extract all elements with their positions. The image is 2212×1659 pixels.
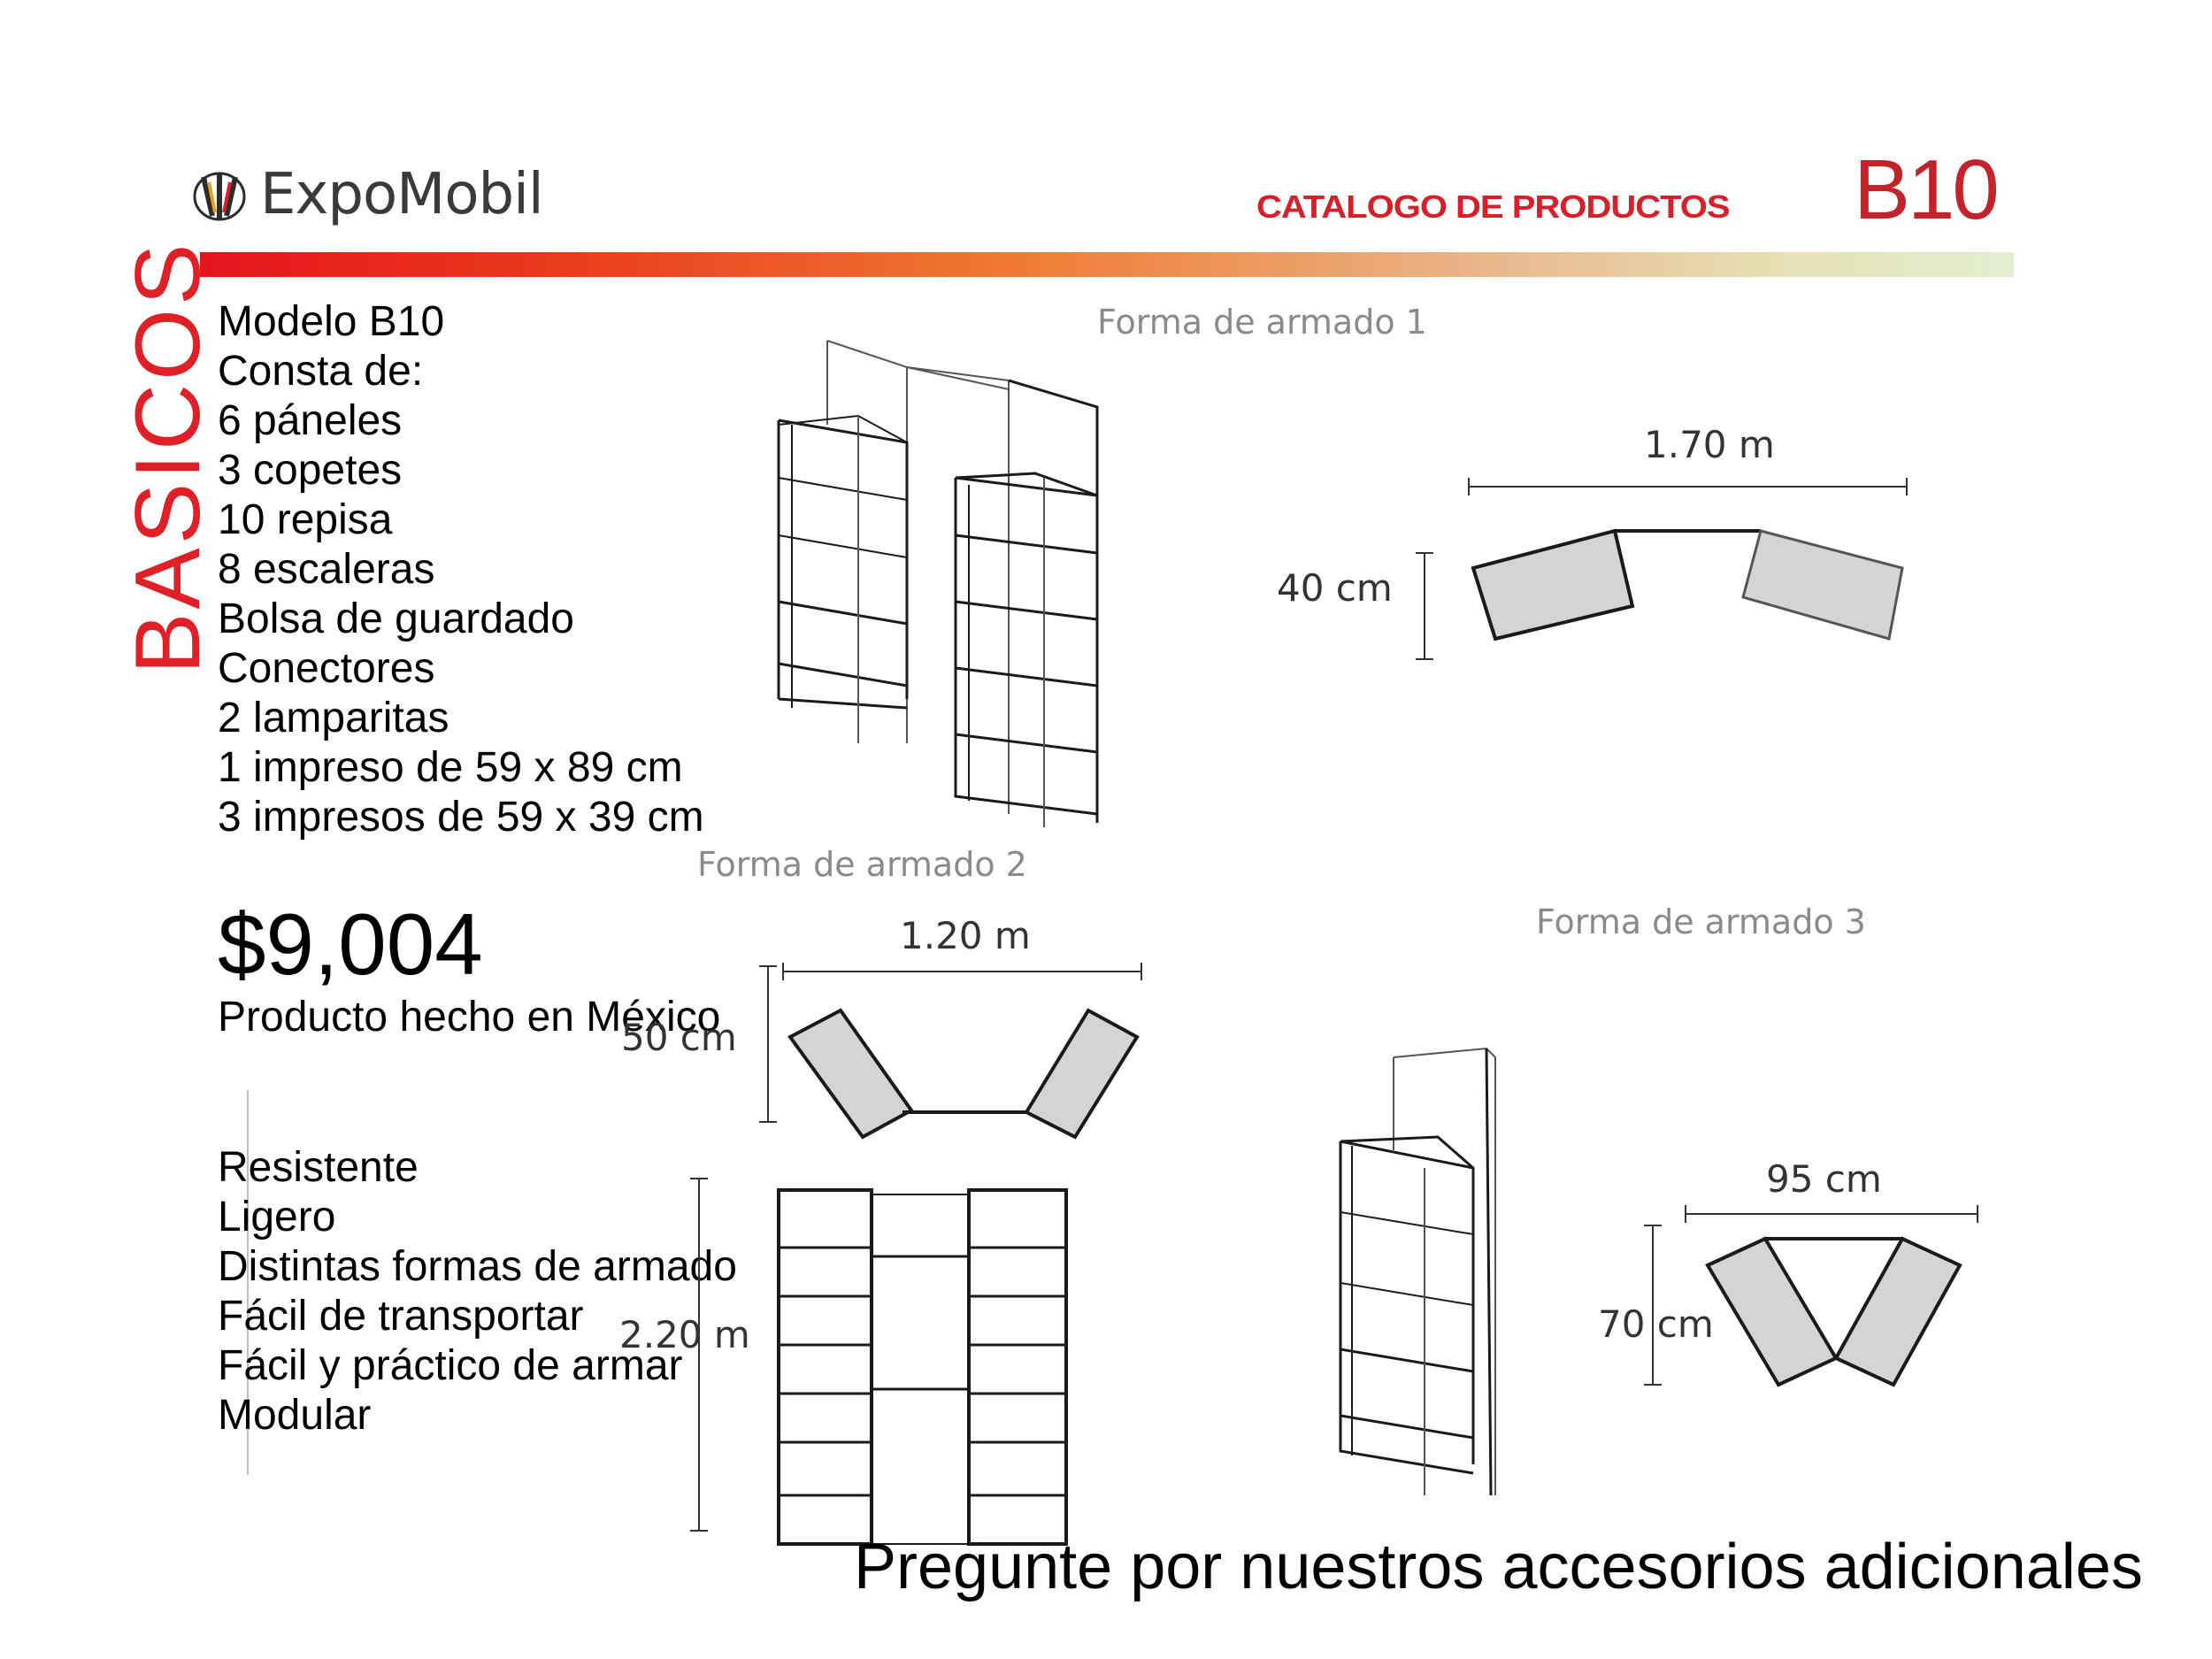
contents-item: Consta de: — [218, 348, 424, 395]
forma2-elevation — [690, 1179, 1068, 1546]
contents-item: 6 páneles — [218, 397, 403, 444]
brand-emblem-icon — [193, 172, 246, 221]
feature-item: Fácil de transportar — [218, 1293, 584, 1340]
forma2-label: Forma de armado 2 — [697, 845, 1027, 884]
contents-item: Conectores — [218, 645, 435, 692]
forma1-depth-label: 40 cm — [1277, 566, 1393, 610]
contents-item: 8 escaleras — [218, 546, 435, 593]
price: $9,004 — [218, 895, 483, 993]
catalog-title: CATALOGO DE PRODUCTOS — [1256, 189, 1731, 225]
forma2-width-label: 1.20 m — [900, 914, 1031, 957]
made-in-label: Producto hecho en México — [218, 994, 721, 1041]
feature-item: Distintas formas de armado — [218, 1243, 737, 1290]
contents-list: Modelo B10 Consta de: 6 páneles 3 copete… — [218, 297, 704, 842]
features-list: Resistente Ligero Distintas formas de ar… — [218, 1143, 737, 1440]
header-gradient-bar — [200, 252, 2014, 277]
divider-line — [247, 1090, 249, 1475]
model-code: B10 — [1854, 142, 2000, 237]
forma2-depth-label: 50 cm — [621, 1016, 737, 1059]
brand-logo: ExpoMobil — [191, 162, 544, 227]
contents-item: Modelo B10 — [218, 298, 445, 345]
contents-item: 3 copetes — [218, 447, 403, 494]
forma3-plan — [1644, 1205, 1978, 1385]
contents-item: 10 repisa — [218, 496, 393, 543]
feature-item: Modular — [218, 1392, 372, 1439]
forma3-depth-label: 70 cm — [1598, 1302, 1714, 1346]
forma1-width-label: 1.70 m — [1644, 423, 1775, 466]
forma3-width-label: 95 cm — [1766, 1157, 1882, 1201]
forma3-label: Forma de armado 3 — [1536, 902, 1866, 941]
contents-item: 3 impresos de 59 x 39 cm — [218, 794, 704, 841]
contents-item: Bolsa de guardado — [218, 595, 574, 642]
feature-item: Fácil y práctico de armar — [218, 1342, 683, 1389]
footer-note: Pregunte por nuestros accesorios adicion… — [854, 1532, 2143, 1602]
forma1-shelf-drawing — [779, 341, 1097, 827]
forma2-plan — [759, 963, 1141, 1137]
feature-item: Ligero — [218, 1194, 336, 1240]
forma1-plan — [1416, 478, 1907, 659]
forma1-label: Forma de armado 1 — [1097, 303, 1427, 342]
brand-name: ExpoMobil — [260, 162, 544, 227]
contents-item: 2 lamparitas — [218, 695, 449, 741]
contents-item: 1 impreso de 59 x 89 cm — [218, 744, 683, 791]
forma3-shelf-drawing — [1340, 1048, 1495, 1495]
feature-item: Resistente — [218, 1144, 419, 1191]
forma2-height-label: 2.20 m — [619, 1313, 750, 1356]
